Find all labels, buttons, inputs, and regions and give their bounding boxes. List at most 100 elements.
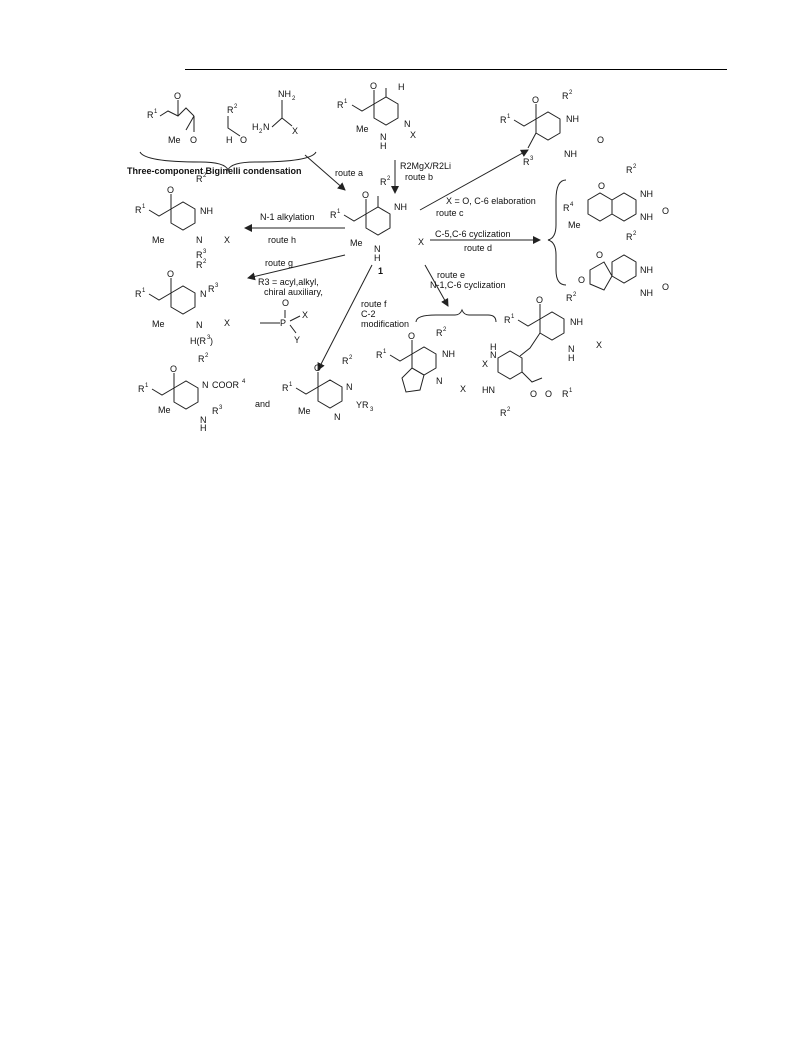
arrow-route-e [424,264,449,307]
svg-text:R: R [562,91,569,101]
svg-text:X: X [292,126,298,136]
svg-text:X: X [418,237,424,247]
svg-text:X: X [224,318,230,328]
svg-text:R: R [138,384,145,394]
svg-text:R: R [626,232,633,242]
svg-text:1: 1 [511,314,515,320]
svg-text:1: 1 [142,204,146,210]
svg-text:Me: Me [152,235,165,245]
svg-text:O: O [597,135,604,145]
route-e-condition-label: N-1,C-6 cyclization [430,280,506,290]
svg-text:1: 1 [145,383,149,389]
svg-text:N: N [346,382,353,392]
svg-text:NH: NH [640,189,653,199]
biginelli-brace [139,151,317,172]
svg-text:4: 4 [570,202,574,208]
svg-text:R: R [135,205,142,215]
svg-text:Me: Me [350,238,363,248]
svg-text:O: O [174,91,181,101]
svg-text:NH: NH [278,89,291,99]
svg-text:2: 2 [234,104,238,110]
route-g-chiral-label: chiral auxiliary, [264,287,323,297]
svg-text:R: R [330,210,337,220]
svg-text:2: 2 [443,327,447,333]
svg-text:2: 2 [259,129,263,135]
svg-text:H: H [380,141,387,151]
svg-text:N: N [334,412,341,422]
svg-text:O: O [370,81,377,91]
svg-text:R: R [523,157,530,167]
svg-text:1: 1 [337,209,341,215]
svg-text:NH: NH [442,349,455,359]
svg-text:O: O [362,190,369,200]
svg-text:N: N [202,380,209,390]
svg-text:Me: Me [298,406,311,416]
svg-text:COOR: COOR [212,380,240,390]
svg-text:3: 3 [219,405,223,411]
svg-text:R: R [196,260,203,270]
biginelli-label: Three-component Biginelli condensation [127,166,302,176]
svg-text:R: R [135,289,142,299]
svg-text:1: 1 [142,288,146,294]
svg-text:NH: NH [640,265,653,275]
svg-text:O: O [408,331,415,341]
svg-text:2: 2 [633,231,637,237]
svg-text:NH: NH [200,206,213,216]
svg-text:2: 2 [633,164,637,170]
svg-text:N: N [374,244,381,254]
svg-text:N: N [490,350,497,360]
svg-text:H: H [568,353,575,363]
svg-text:N: N [196,235,203,245]
svg-text:3: 3 [370,407,374,413]
svg-text:2: 2 [573,292,577,298]
svg-text:Me: Me [568,220,581,230]
svg-text:N: N [436,376,443,386]
svg-text:N: N [196,320,203,330]
svg-text:O: O [282,298,289,308]
svg-text:H: H [252,122,259,132]
route-c-label: route c [436,208,464,218]
svg-text:O: O [578,275,585,285]
svg-text:R: R [500,115,507,125]
svg-text:R: R [376,350,383,360]
svg-text:X: X [596,340,602,350]
svg-text:NH: NH [640,212,653,222]
route-e-brace [415,308,497,323]
route-h-condition-label: N-1 alkylation [260,212,315,222]
svg-text:2: 2 [203,259,207,265]
svg-text:HN: HN [482,385,495,395]
route-b-label: route b [405,172,434,182]
svg-text:X: X [482,359,488,369]
svg-text:O: O [167,269,174,279]
route-g-r3-label: R3 = acyl,alkyl, [258,277,319,287]
svg-text:1: 1 [383,349,387,355]
svg-text:Me: Me [356,124,369,134]
svg-text:NH: NH [570,317,583,327]
svg-text:X: X [460,384,466,394]
svg-text:3: 3 [207,335,211,341]
svg-text:1: 1 [569,388,573,394]
route-d-label: route d [464,243,493,253]
svg-text:R: R [282,383,289,393]
svg-text:O: O [596,250,603,260]
route-f-modification-label: modification [361,319,410,329]
svg-text:NH: NH [564,149,577,159]
arrow-route-f [317,264,373,371]
svg-text:NH: NH [566,114,579,124]
svg-text:1: 1 [289,382,293,388]
route-f-c2-label: C-2 [361,309,376,319]
svg-text:3: 3 [203,249,207,255]
route-e-label: route e [437,270,466,280]
and-label: and [255,399,271,409]
